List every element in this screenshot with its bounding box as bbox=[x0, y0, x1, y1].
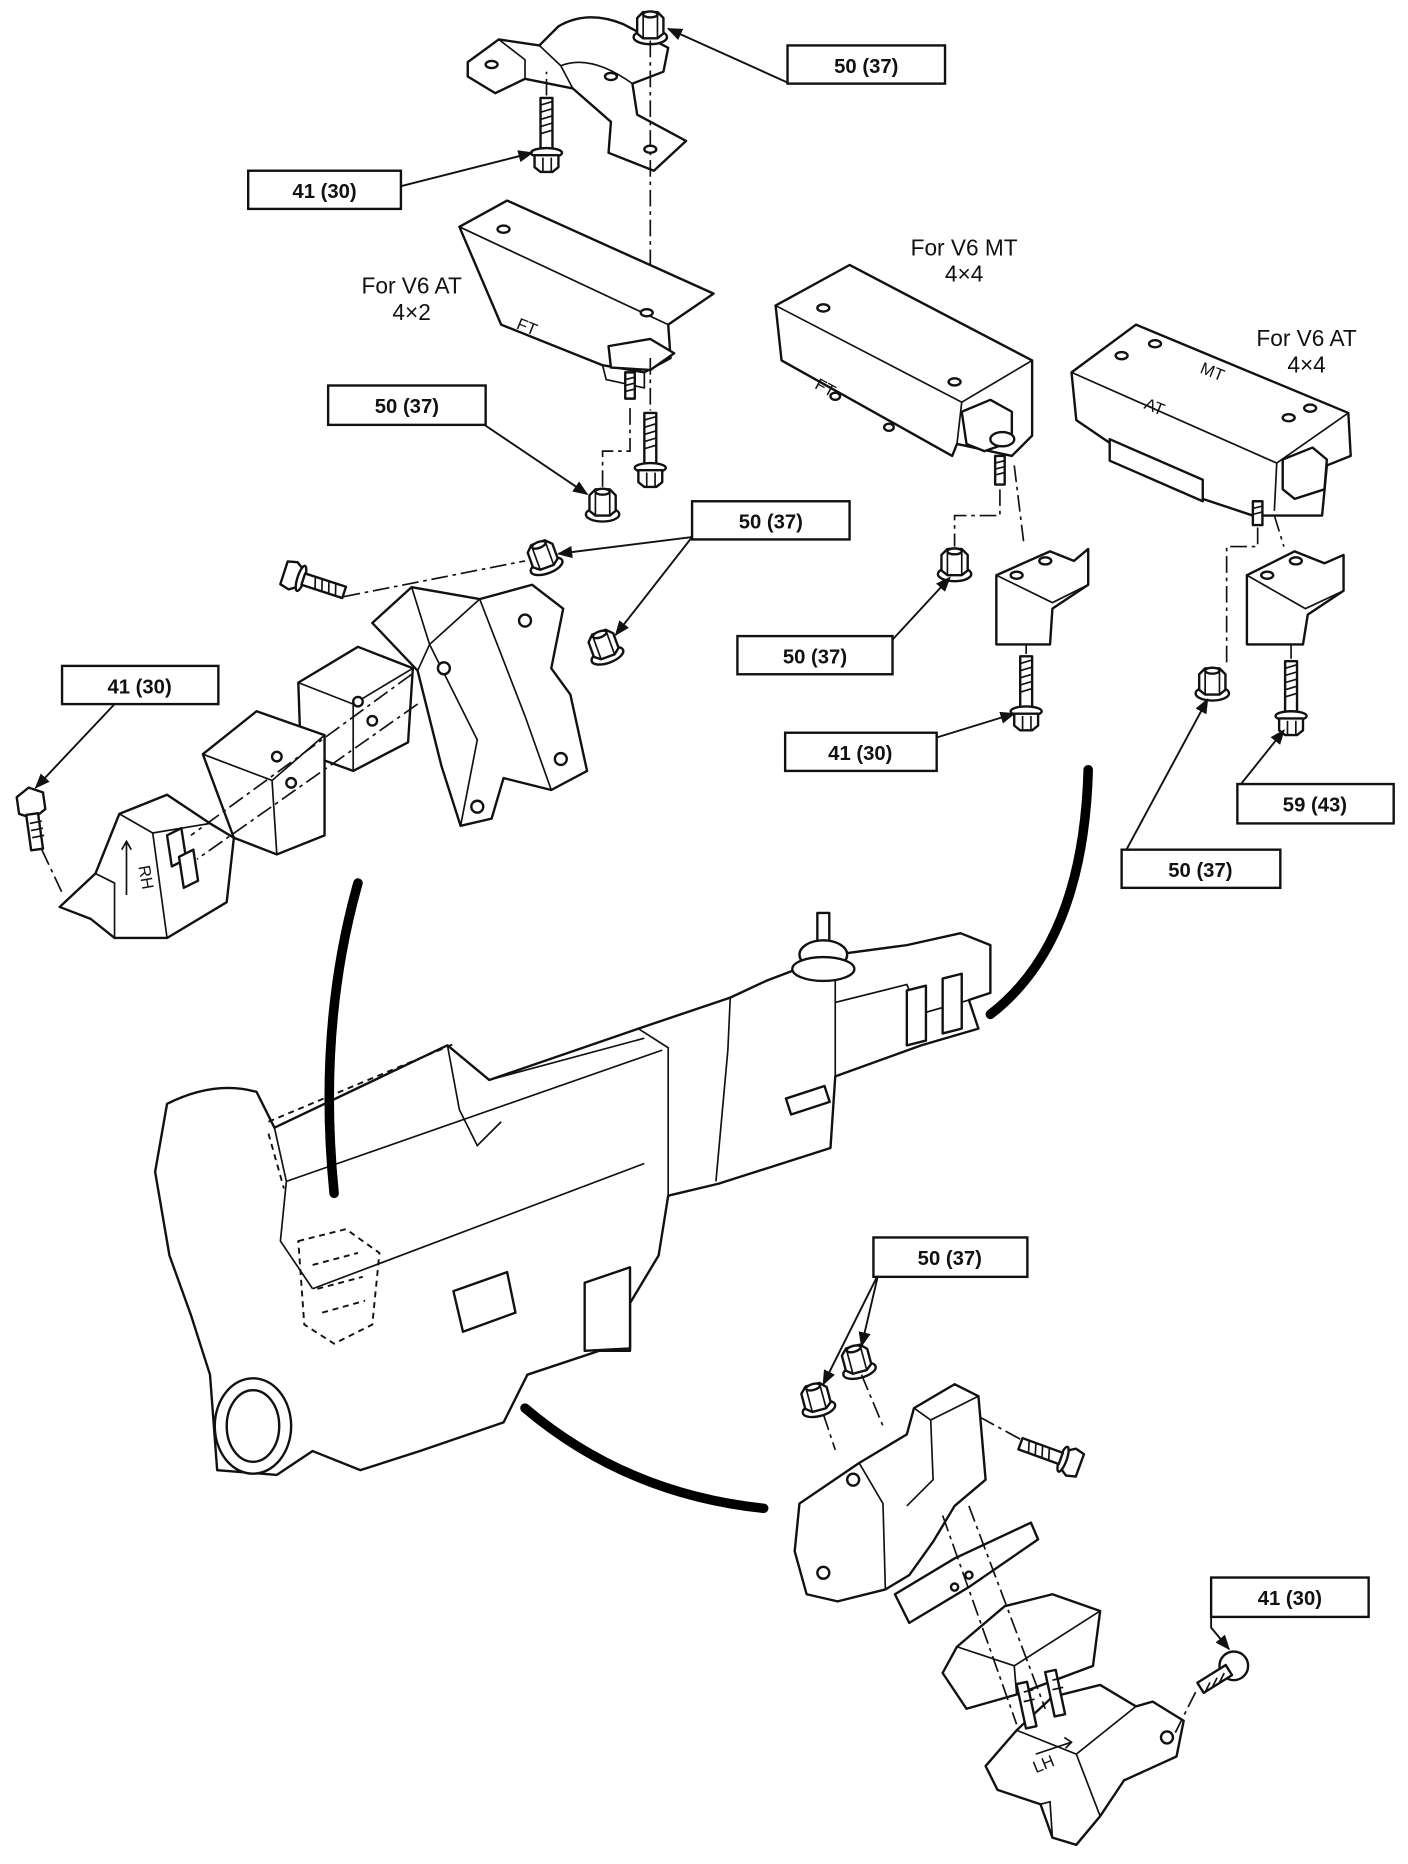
leader-top-bolt bbox=[400, 150, 534, 188]
leader-lh-nut-left bbox=[822, 1274, 880, 1386]
torque-label-at4x4-nut: 50 (37) bbox=[1120, 848, 1282, 890]
centerline-rh-stack-a bbox=[190, 673, 413, 837]
centerline-lh-bolt bbox=[980, 1416, 1021, 1440]
variant-at-4x4-line2: 4×4 bbox=[1287, 351, 1325, 377]
centerline-at4x4-plate bbox=[1273, 515, 1285, 547]
variant-mt-4x4-line1: For V6 MT bbox=[911, 234, 1018, 260]
mt-4x4-nut bbox=[936, 547, 973, 583]
rh-engine-bracket bbox=[371, 583, 589, 827]
torque-label-lh-bracket-nuts: 50 (37) bbox=[872, 1236, 1029, 1279]
crossmember-bolt bbox=[529, 96, 564, 174]
torque-value: 50 (37) bbox=[783, 647, 847, 669]
centerline-lh-stack-a bbox=[941, 1515, 1018, 1725]
arc-rear-mount-to-transmission bbox=[985, 764, 1093, 1020]
lh-engine-mount: LH bbox=[984, 1668, 1185, 1847]
variant-at-4x2-line2: 4×2 bbox=[392, 299, 430, 325]
mt-4x4-bolt bbox=[1009, 655, 1043, 732]
torque-value: 50 (37) bbox=[739, 512, 803, 534]
at-4x4-nut bbox=[1194, 666, 1231, 702]
torque-label-at4x4-bolt: 59 (43) bbox=[1236, 782, 1395, 825]
torque-label-mt4x4-bolt: 41 (30) bbox=[783, 731, 938, 773]
lh-bracket-nut-right bbox=[835, 1340, 879, 1384]
torque-value: 50 (37) bbox=[918, 1248, 982, 1270]
centerline-lh-stack-b bbox=[968, 1505, 1047, 1710]
lh-bracket-nut-left bbox=[794, 1378, 839, 1422]
centerline-mt-nut bbox=[953, 489, 1001, 547]
centerline-at4x4-nut bbox=[1225, 527, 1259, 664]
centerline-lh-nuts bbox=[822, 1374, 884, 1451]
leader-at4x4-bolt bbox=[1240, 729, 1285, 785]
torque-value: 41 (30) bbox=[828, 743, 892, 765]
centerline-rh-mount-bolt bbox=[41, 849, 63, 893]
torque-value: 50 (37) bbox=[375, 396, 439, 418]
torque-label-lh-mount-bolt: 41 (30) bbox=[1209, 1576, 1370, 1619]
variant-mt-4x4-line2: 4×4 bbox=[945, 261, 983, 287]
mt-4x4-mount-bracket: FT bbox=[774, 263, 1034, 458]
at-4x4-adapter-plate bbox=[1245, 550, 1345, 646]
torque-label-rh-bracket-nuts: 50 (37) bbox=[690, 500, 851, 541]
at-4x4-mount-bracket: MT AT bbox=[1070, 323, 1352, 517]
at-4x2-lower-bolt bbox=[633, 411, 668, 489]
crossmember-top-nut bbox=[632, 10, 669, 46]
torque-value: 50 (37) bbox=[834, 56, 898, 78]
lh-mount-bolt bbox=[1196, 1650, 1250, 1695]
leader-mt4x4-nut bbox=[891, 576, 951, 641]
torque-label-rh-mount-bolt: 41 (30) bbox=[60, 664, 220, 706]
rh-through-bolt bbox=[278, 558, 350, 608]
leader-rh-nut-upper bbox=[556, 536, 693, 559]
rh-bracket-nut-lower bbox=[581, 624, 627, 670]
leader-rh-mount-bolt bbox=[34, 703, 116, 789]
rh-engine-mount: RH bbox=[58, 793, 236, 940]
at-4x4-mount-stud bbox=[1251, 500, 1264, 527]
torque-value: 50 (37) bbox=[1168, 860, 1232, 882]
shift-lever-boot bbox=[791, 911, 856, 983]
torque-value: 59 (43) bbox=[1283, 794, 1347, 816]
leader-at4x2-nut bbox=[483, 424, 589, 495]
leader-mt4x4-bolt bbox=[936, 711, 1016, 739]
arc-engine-to-lh-mount bbox=[520, 1403, 769, 1514]
at-4x4-bolt bbox=[1274, 659, 1308, 737]
at-4x2-mount-bracket: FT bbox=[458, 199, 715, 389]
lh-engine-bracket bbox=[793, 1383, 987, 1603]
rh-mount-bolt bbox=[15, 786, 47, 852]
rh-bracket-nut-upper bbox=[520, 535, 566, 580]
torque-value: 41 (30) bbox=[1258, 1588, 1322, 1610]
lh-insulator-plate bbox=[893, 1521, 1040, 1625]
engine-transmission-assembly bbox=[153, 932, 992, 1477]
torque-label-mt4x4-nut: 50 (37) bbox=[736, 634, 894, 676]
marking-rh: RH bbox=[134, 864, 157, 891]
leader-at4x4-nut bbox=[1125, 697, 1209, 851]
leader-lh-nut-right bbox=[858, 1274, 880, 1348]
centerline-mt-plate bbox=[1013, 465, 1025, 544]
lh-insulator-cushion bbox=[941, 1593, 1102, 1710]
leader-rh-nut-lower bbox=[614, 536, 693, 637]
lh-through-bolt bbox=[1014, 1429, 1086, 1481]
arc-rh-mount-to-engine bbox=[324, 878, 363, 1199]
centerline-rh-bolt bbox=[343, 560, 526, 598]
variant-at-4x2-line1: For V6 AT bbox=[362, 273, 462, 299]
variant-at-4x4-line1: For V6 AT bbox=[1256, 325, 1356, 351]
torque-label-top-bolt: 41 (30) bbox=[246, 169, 403, 211]
at-4x2-mount-stud bbox=[624, 371, 636, 400]
leader-top-nut bbox=[666, 27, 791, 85]
torque-label-top-nut: 50 (37) bbox=[786, 44, 947, 85]
centerline-rh-stack-b bbox=[196, 703, 419, 860]
centerline-lh-mount-bolt bbox=[1174, 1691, 1197, 1734]
torque-value: 41 (30) bbox=[292, 181, 356, 203]
torque-label-at4x2-nut: 50 (37) bbox=[326, 384, 487, 427]
torque-value: 41 (30) bbox=[107, 676, 171, 698]
mt-4x4-adapter-plate bbox=[995, 547, 1090, 646]
centerline-4x2-stud bbox=[601, 403, 631, 487]
mt-4x4-mount-stud bbox=[993, 454, 1006, 486]
at-4x2-nut bbox=[584, 487, 621, 523]
